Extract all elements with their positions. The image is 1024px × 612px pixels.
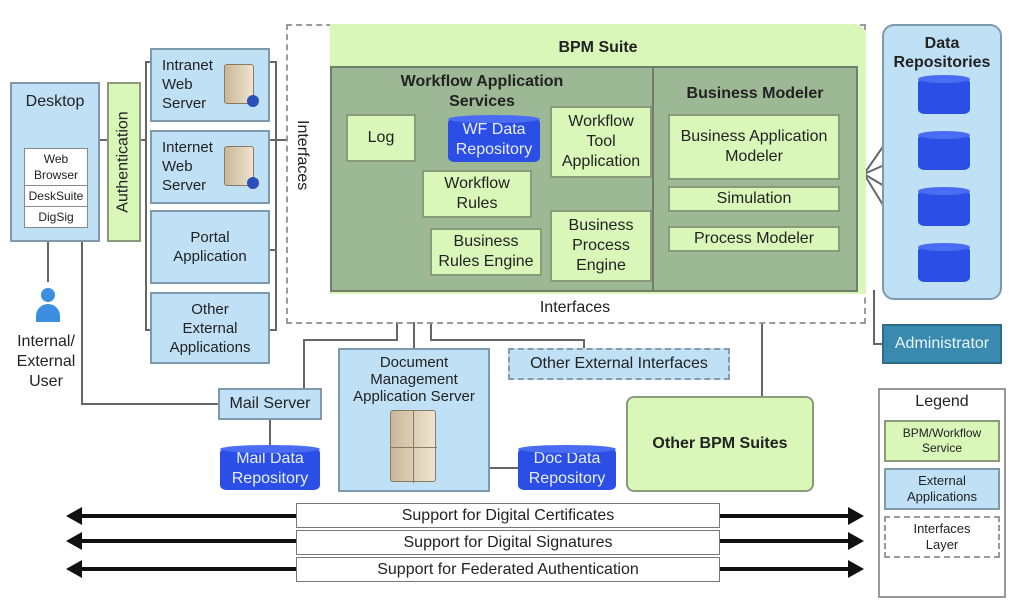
repository-icon	[918, 75, 970, 114]
business-process-engine: Business Process Engine	[550, 210, 652, 282]
user-label: Internal/ External User	[16, 333, 76, 390]
arrow-right-icon	[848, 532, 864, 550]
support-federated-authentication: Support for Federated Authentication	[296, 557, 720, 582]
repository-icon	[918, 243, 970, 282]
server-rack-icon	[390, 410, 437, 483]
data-repositories-title: Data Repositories	[893, 35, 991, 71]
other-bpm-suites: Other BPM Suites	[626, 396, 814, 492]
authentication-box: Authentication	[107, 82, 141, 242]
business-modeler-title: Business Modeler	[686, 85, 824, 102]
desktop-title: Desktop	[25, 93, 85, 110]
server-icon	[224, 146, 259, 189]
legend-item-external: External Applications	[884, 468, 1000, 510]
legend-title: Legend	[915, 393, 969, 410]
legend-item-interfaces: Interfaces Layer	[884, 516, 1000, 558]
business-rules-engine: Business Rules Engine	[430, 228, 542, 276]
interfaces-bottom-label: Interfaces	[539, 299, 611, 316]
document-management-server: Document Management Application Server	[338, 348, 490, 492]
workflow-rules: Workflow Rules	[422, 170, 532, 218]
process-modeler: Process Modeler	[668, 226, 840, 252]
repository-icon	[918, 131, 970, 170]
administrator: Administrator	[882, 324, 1002, 364]
support-digital-signatures: Support for Digital Signatures	[296, 530, 720, 555]
arrow-left-icon	[66, 560, 82, 578]
user-icon	[36, 288, 60, 332]
portal-application: Portal Application	[150, 210, 270, 284]
mail-server: Mail Server	[218, 388, 322, 420]
desktop-item-web-browser: Web Browser	[25, 149, 87, 186]
authentication-label: Authentication	[115, 111, 132, 213]
internet-web-server-label: Internet Web Server	[162, 139, 213, 194]
workflow-tool-application: Workflow Tool Application	[550, 106, 652, 178]
arrow-left-icon	[66, 507, 82, 525]
desktop-apps: Web Browser DeskSuite DigSig	[24, 148, 88, 228]
bpm-suite-title: BPM Suite	[558, 39, 638, 56]
simulation: Simulation	[668, 186, 840, 212]
interfaces-left-label: Interfaces	[294, 120, 311, 191]
wf-data-repository: WF Data Repository	[448, 115, 540, 162]
server-icon	[224, 64, 259, 107]
desktop-item-digsig: DigSig	[38, 210, 74, 224]
desktop-box: Desktop Web Browser DeskSuite DigSig	[10, 82, 100, 242]
arrow-right-icon	[848, 560, 864, 578]
intranet-web-server: Intranet Web Server	[150, 48, 270, 122]
doc-mgmt-label: Document Management Application Server	[353, 354, 475, 405]
mail-data-repository: Mail Data Repository	[220, 445, 320, 490]
arrow-left-icon	[66, 532, 82, 550]
arrow-right-icon	[848, 507, 864, 525]
log-box: Log	[346, 114, 416, 162]
repository-icon	[918, 187, 970, 226]
internet-web-server: Internet Web Server	[150, 130, 270, 204]
doc-data-repository: Doc Data Repository	[518, 445, 616, 490]
other-external-applications: Other External Applications	[150, 292, 270, 364]
intranet-web-server-label: Intranet Web Server	[162, 57, 213, 112]
desktop-item-desksuite: DeskSuite	[25, 186, 87, 207]
business-application-modeler: Business Application Modeler	[668, 114, 840, 180]
legend: Legend BPM/Workflow Service External App…	[878, 388, 1006, 598]
legend-item-bpm: BPM/Workflow Service	[884, 420, 1000, 462]
workflow-services-title: Workflow Application Services	[400, 73, 564, 110]
support-digital-certificates: Support for Digital Certificates	[296, 503, 720, 528]
other-external-interfaces: Other External Interfaces	[508, 348, 730, 380]
